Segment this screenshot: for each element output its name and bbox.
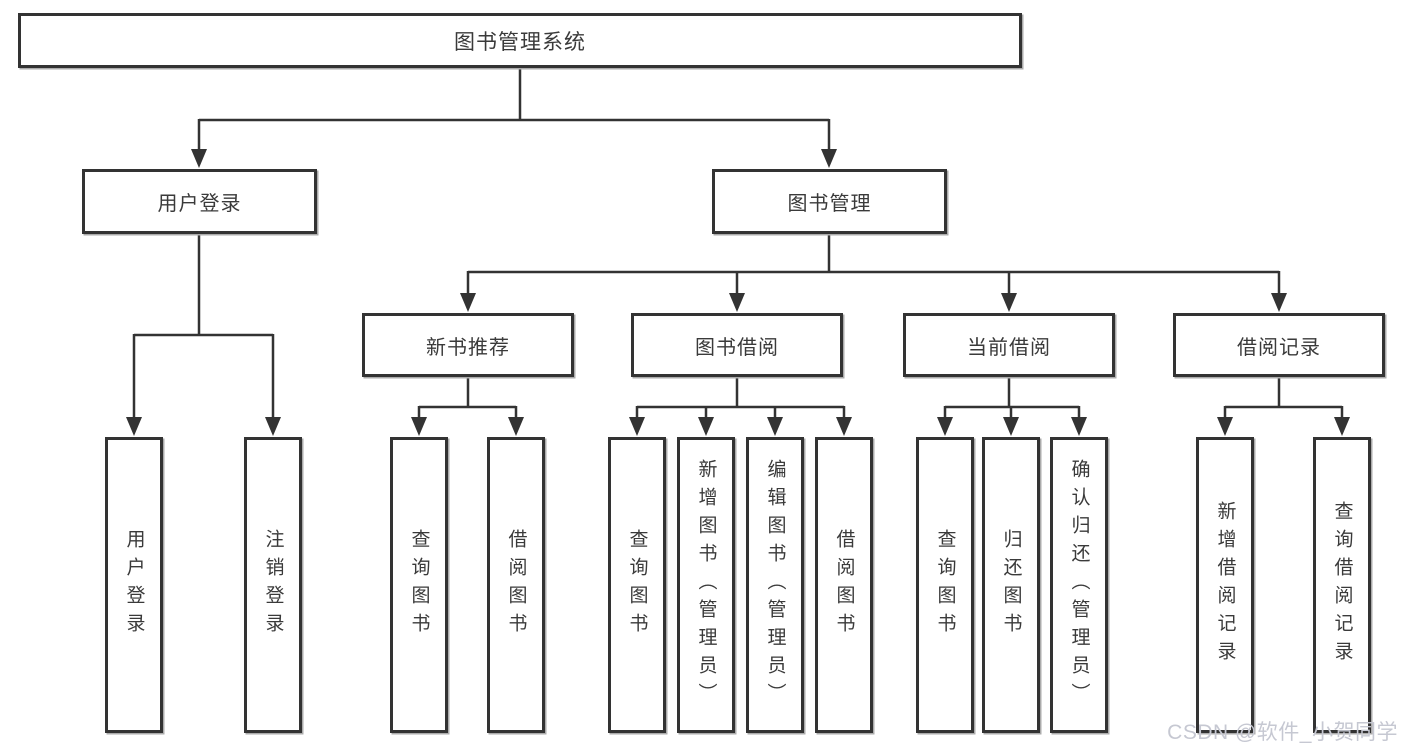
node-book-management-label: 图书管理 xyxy=(787,193,872,215)
leaf-user-login: 用户登录 xyxy=(105,437,163,733)
leaf-newbook-borrow: 借阅图书 xyxy=(487,437,545,733)
leaf-borrow-book: 借阅图书 xyxy=(815,437,873,733)
watermark: CSDN @软件_小贺同学 xyxy=(1167,721,1398,744)
leaf-borrow-query-book-label: 查询图书 xyxy=(626,529,648,641)
node-user-login-label: 用户登录 xyxy=(157,193,242,215)
leaf-newbook-query-label: 查询图书 xyxy=(408,529,430,641)
leaf-edit-book-admin: 编辑图书（管理员） xyxy=(746,437,804,733)
leaf-newbook-query: 查询图书 xyxy=(390,437,448,733)
node-library-system-label: 图书管理系统 xyxy=(454,30,586,54)
node-library-system: 图书管理系统 xyxy=(18,13,1022,68)
leaf-add-borrow-record-label: 新增借阅记录 xyxy=(1214,501,1236,669)
node-new-book-recommend: 新书推荐 xyxy=(362,313,574,377)
leaf-add-book-admin: 新增图书（管理员） xyxy=(677,437,735,733)
node-current-borrow: 当前借阅 xyxy=(903,313,1115,377)
node-new-book-recommend-label: 新书推荐 xyxy=(426,336,510,359)
node-borrow-record: 借阅记录 xyxy=(1173,313,1385,377)
leaf-add-borrow-record: 新增借阅记录 xyxy=(1196,437,1254,733)
arrowhead-icons xyxy=(126,149,1350,436)
leaf-current-query-book: 查询图书 xyxy=(916,437,974,733)
leaf-logout-label: 注销登录 xyxy=(262,529,284,641)
leaf-return-book-label: 归还图书 xyxy=(1000,529,1022,641)
leaf-borrow-book-label: 借阅图书 xyxy=(833,529,855,641)
node-book-borrow-label: 图书借阅 xyxy=(695,336,779,359)
leaf-confirm-return-admin-label: 确认归还（管理员） xyxy=(1068,459,1090,711)
leaf-borrow-query-book: 查询图书 xyxy=(608,437,666,733)
node-user-login: 用户登录 xyxy=(82,169,317,234)
node-current-borrow-label: 当前借阅 xyxy=(967,336,1051,359)
leaf-return-book: 归还图书 xyxy=(982,437,1040,733)
leaf-confirm-return-admin: 确认归还（管理员） xyxy=(1050,437,1108,733)
leaf-query-borrow-record: 查询借阅记录 xyxy=(1313,437,1371,733)
leaf-user-login-label: 用户登录 xyxy=(123,529,145,641)
node-book-management: 图书管理 xyxy=(712,169,947,234)
leaf-current-query-book-label: 查询图书 xyxy=(934,529,956,641)
leaf-edit-book-admin-label: 编辑图书（管理员） xyxy=(764,459,786,711)
node-book-borrow: 图书借阅 xyxy=(631,313,843,377)
leaf-newbook-borrow-label: 借阅图书 xyxy=(505,529,527,641)
leaf-query-borrow-record-label: 查询借阅记录 xyxy=(1331,501,1353,669)
node-borrow-record-label: 借阅记录 xyxy=(1237,336,1321,359)
leaf-add-book-admin-label: 新增图书（管理员） xyxy=(695,459,717,711)
leaf-logout: 注销登录 xyxy=(244,437,302,733)
